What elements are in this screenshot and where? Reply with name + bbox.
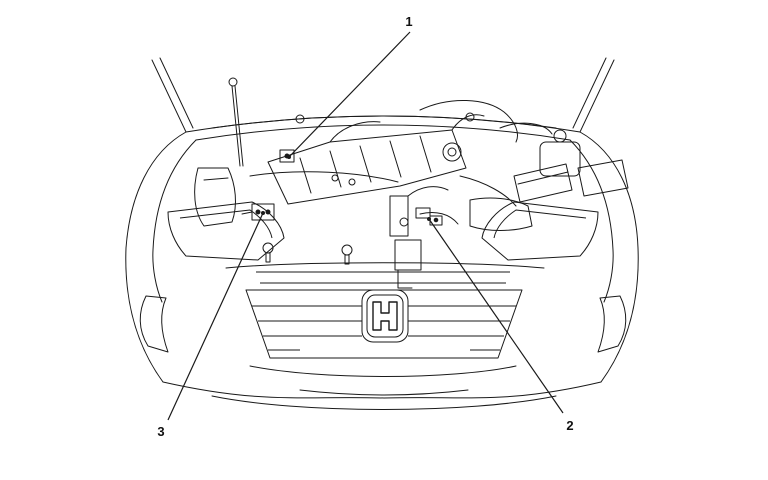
callout-label-3: 3 [157, 424, 164, 439]
right-headlight [481, 201, 599, 261]
callout-labels: 1 2 3 [157, 14, 573, 439]
leader-lines [167, 31, 564, 421]
valve-cover [267, 129, 467, 205]
callout-label-1: 1 [405, 14, 412, 29]
left-fog-vent [139, 295, 169, 353]
engine-bay-components [194, 77, 629, 289]
radiator-cap [442, 142, 462, 162]
right-fog-vent [597, 295, 627, 353]
antenna [231, 85, 241, 167]
bolt-left [262, 242, 274, 263]
leader-line-3 [167, 212, 264, 421]
leader-line-2 [428, 218, 564, 414]
leader-line-1 [288, 31, 411, 158]
component-2-assembly [389, 195, 443, 289]
component-1-sensor [279, 149, 295, 163]
callout-label-2: 2 [566, 418, 573, 433]
component-3-connector [241, 203, 275, 221]
bolt-center [341, 244, 353, 265]
car-body-outline [125, 57, 639, 410]
fuse-box [513, 163, 573, 203]
right-reservoir [539, 141, 581, 177]
battery [577, 159, 629, 197]
left-reservoir [194, 167, 236, 227]
grille [139, 271, 627, 359]
headlights [167, 201, 599, 261]
left-headlight [167, 201, 285, 261]
honda-h-logo-icon [361, 289, 409, 343]
